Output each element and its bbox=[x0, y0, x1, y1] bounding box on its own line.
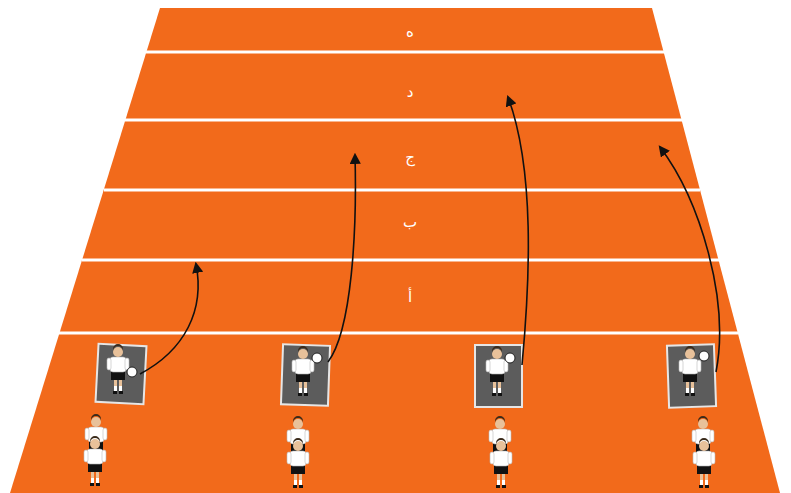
zone-letter: ب bbox=[403, 215, 417, 230]
zone-letter: ج bbox=[405, 150, 415, 165]
field-ground bbox=[10, 8, 780, 493]
balls bbox=[127, 351, 709, 377]
zone-letter: ه bbox=[406, 25, 414, 40]
waiting-players bbox=[84, 414, 715, 488]
zone-letter: أ bbox=[408, 290, 412, 305]
zone-lines bbox=[59, 52, 738, 333]
zone-letter: د bbox=[407, 85, 414, 100]
kick-arrows bbox=[140, 97, 719, 374]
players-on-mats bbox=[107, 344, 701, 396]
mats bbox=[96, 344, 717, 408]
